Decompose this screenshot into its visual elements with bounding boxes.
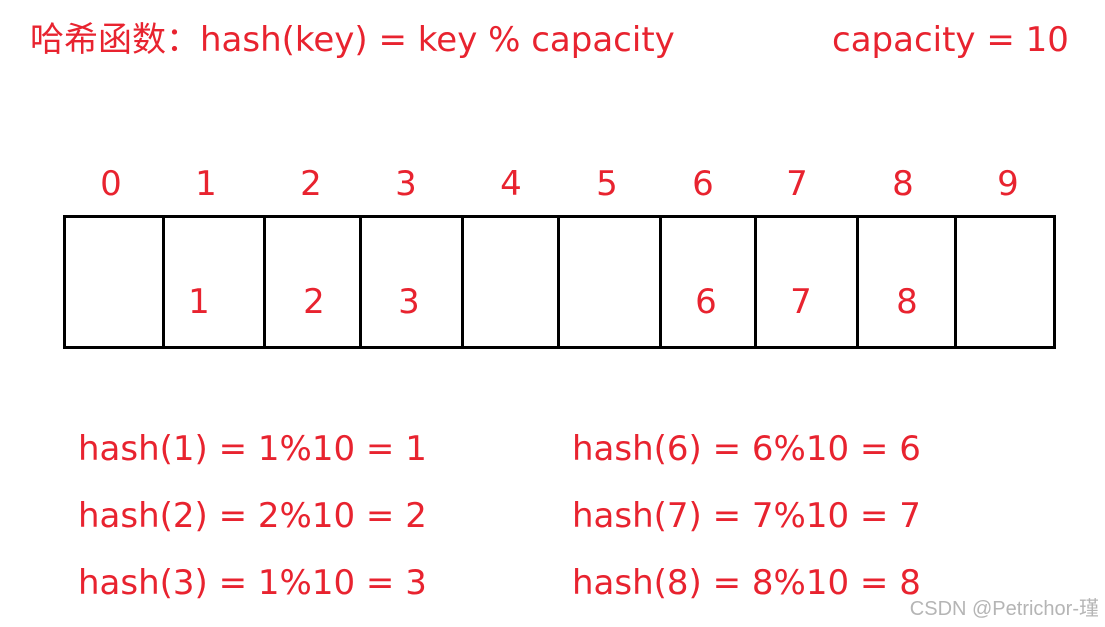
cell-divider — [358, 218, 362, 346]
cell-value: 3 — [398, 282, 420, 322]
array-index: 7 — [786, 164, 808, 204]
csdn-watermark: CSDN @Petrichor-瑾 — [909, 598, 1099, 620]
array-index: 1 — [195, 164, 217, 204]
hash-formula: hash(2) = 2%10 = 2 — [78, 496, 427, 536]
array-index: 8 — [892, 164, 914, 204]
cell-value: 2 — [303, 282, 325, 322]
array-index: 3 — [395, 164, 417, 204]
hash-formula: hash(1) = 1%10 = 1 — [78, 429, 427, 469]
cell-value: 6 — [695, 282, 717, 322]
array-index: 5 — [596, 164, 618, 204]
cell-value: 7 — [790, 282, 812, 322]
array-index-row: 0 1 2 3 4 5 6 7 8 9 — [0, 160, 1105, 208]
cell-value: 8 — [896, 282, 918, 322]
cell-divider — [262, 218, 266, 346]
hash-formula: hash(3) = 1%10 = 3 — [78, 563, 427, 603]
array-index: 0 — [100, 164, 122, 204]
capacity-label: capacity = 10 — [832, 20, 1069, 60]
hash-function-title: 哈希函数：hash(key) = key % capacity — [30, 20, 675, 60]
hash-formula: hash(8) = 8%10 = 8 — [572, 563, 921, 603]
array-index: 9 — [997, 164, 1019, 204]
hash-table-array: 1 2 3 6 7 8 — [63, 215, 1056, 349]
cell-divider — [753, 218, 757, 346]
cell-value: 1 — [188, 282, 210, 322]
array-index: 4 — [500, 164, 522, 204]
cell-divider — [460, 218, 464, 346]
cell-divider — [953, 218, 957, 346]
array-index: 6 — [692, 164, 714, 204]
array-index: 2 — [300, 164, 322, 204]
cell-divider — [855, 218, 859, 346]
cell-divider — [161, 218, 165, 346]
cell-divider — [658, 218, 662, 346]
cell-divider — [556, 218, 560, 346]
hash-formula: hash(7) = 7%10 = 7 — [572, 496, 921, 536]
hash-formula: hash(6) = 6%10 = 6 — [572, 429, 921, 469]
